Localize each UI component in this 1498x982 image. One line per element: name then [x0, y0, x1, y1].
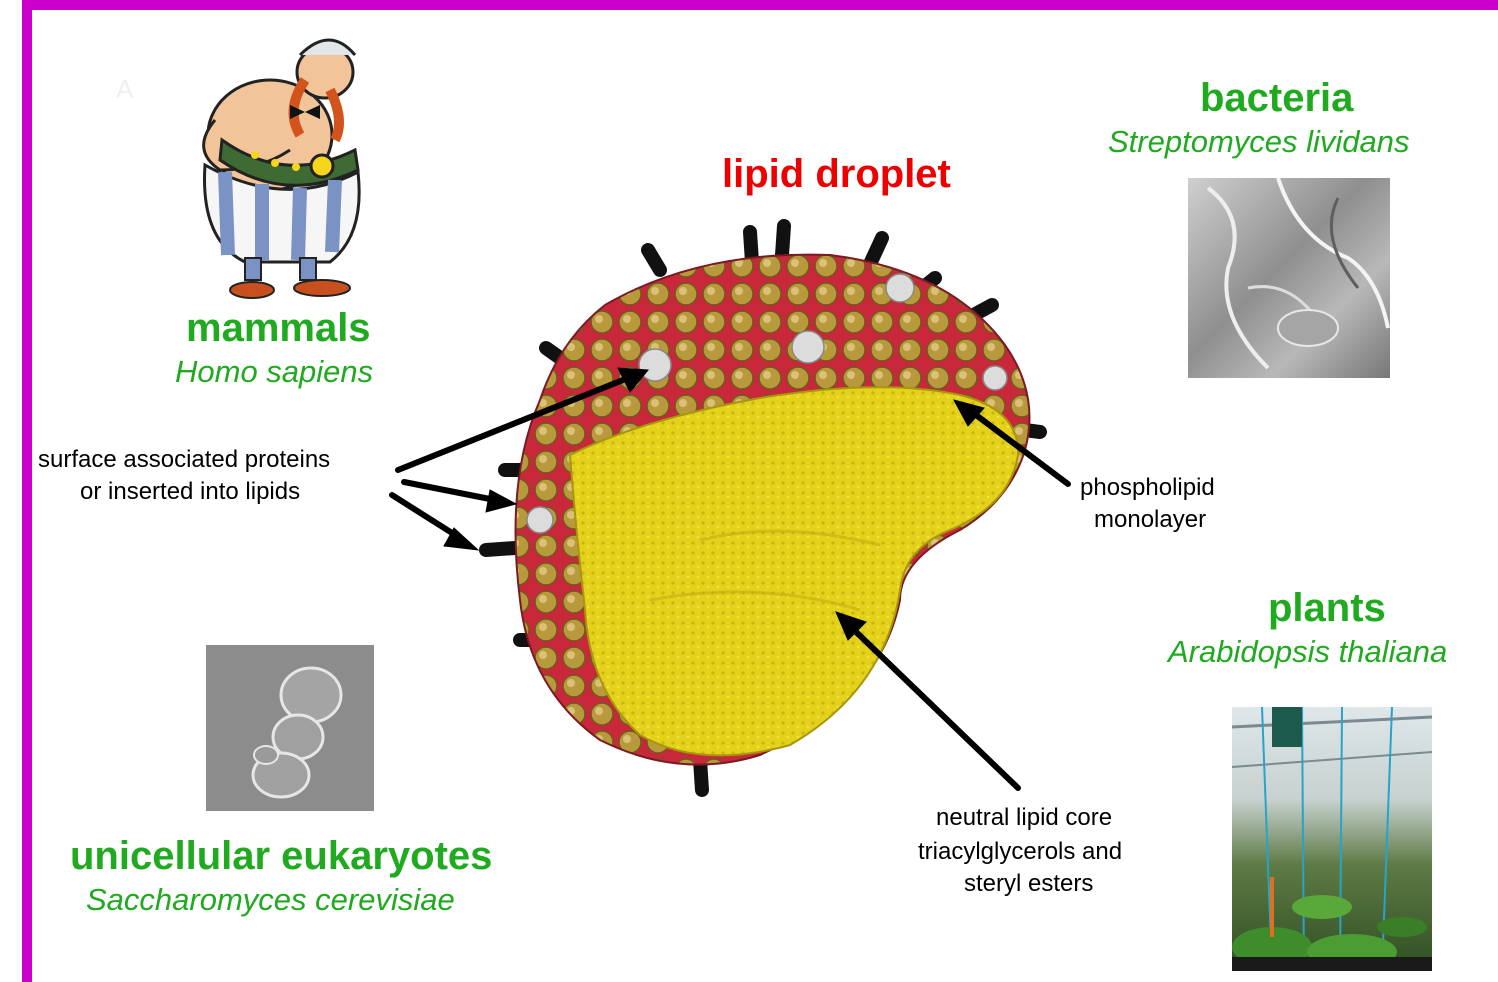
proteins-label-line2: or inserted into lipids: [80, 476, 300, 508]
bacteria-group-label: bacteria: [1200, 76, 1353, 121]
core-label-line2: triacylglycerols and: [918, 836, 1122, 868]
monolayer-label-line2: monolayer: [1094, 504, 1206, 536]
bacteria-species-label: Streptomyces lividans: [1108, 124, 1410, 160]
plants-species-label: Arabidopsis thaliana: [1168, 634, 1447, 670]
page-title: lipid droplet: [722, 152, 951, 197]
mammals-group-label: mammals: [186, 306, 371, 351]
proteins-label-line1: surface associated proteins: [38, 444, 330, 476]
mammals-species-label: Homo sapiens: [175, 354, 373, 390]
core-label-line1: neutral lipid core: [936, 802, 1112, 834]
plants-group-label: plants: [1268, 586, 1386, 631]
yeast-species-label: Saccharomyces cerevisiae: [86, 882, 455, 918]
monolayer-label-line1: phospholipid: [1080, 472, 1215, 504]
panel-letter: A: [116, 74, 133, 105]
yeast-group-label: unicellular eukaryotes: [70, 834, 492, 879]
core-label-line3: steryl esters: [964, 868, 1093, 900]
